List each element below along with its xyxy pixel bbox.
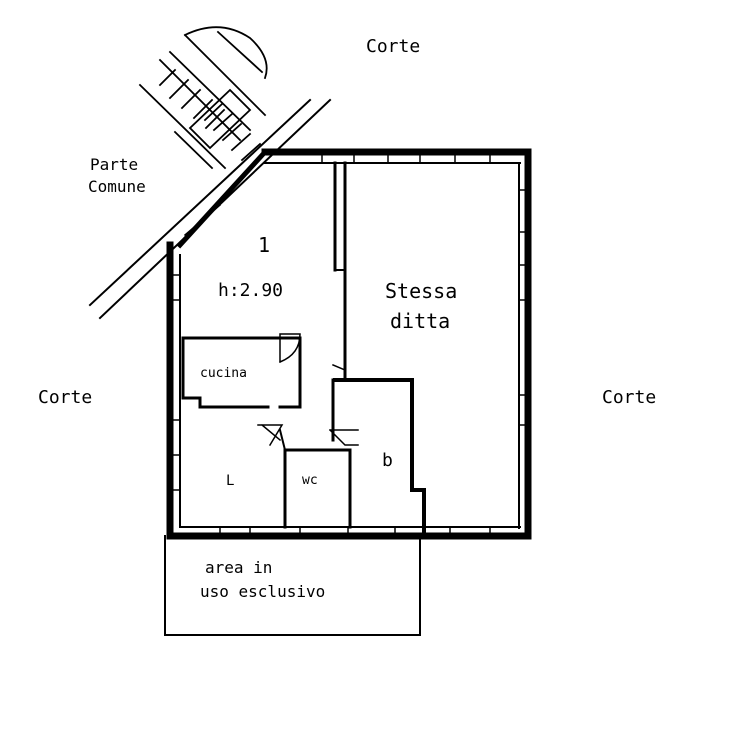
height-label: h:2.90 (218, 280, 283, 301)
cucina-label: cucina (200, 366, 247, 381)
door-swings (257, 333, 359, 447)
staircase (138, 26, 268, 170)
room-bagno-label: b (382, 450, 393, 471)
room-number-label: 1 (258, 233, 270, 257)
corte-left-label: Corte (38, 387, 92, 408)
parte-label: Parte (90, 155, 138, 174)
outer-wall-left (166, 241, 181, 540)
room-l-label: L (226, 473, 234, 489)
outer-wall-top (261, 148, 532, 164)
corte-right-label: Corte (602, 387, 656, 408)
wc-label: wc (302, 473, 318, 488)
uso-label: uso esclusivo (200, 582, 325, 601)
corte-top-label: Corte (366, 36, 420, 57)
outer-wall-right (518, 148, 532, 540)
ditta-label: ditta (390, 309, 450, 333)
exclusive-area (164, 535, 421, 636)
area-label: area in (205, 558, 272, 577)
diagonal-wall (88, 98, 332, 320)
comune-label: Comune (88, 177, 146, 196)
interior-walls (181, 161, 426, 538)
stessa-label: Stessa (385, 279, 457, 303)
labels: Corte Corte Corte Parte Comune 1 h:2.90 … (38, 36, 656, 601)
window-marks (169, 151, 529, 537)
